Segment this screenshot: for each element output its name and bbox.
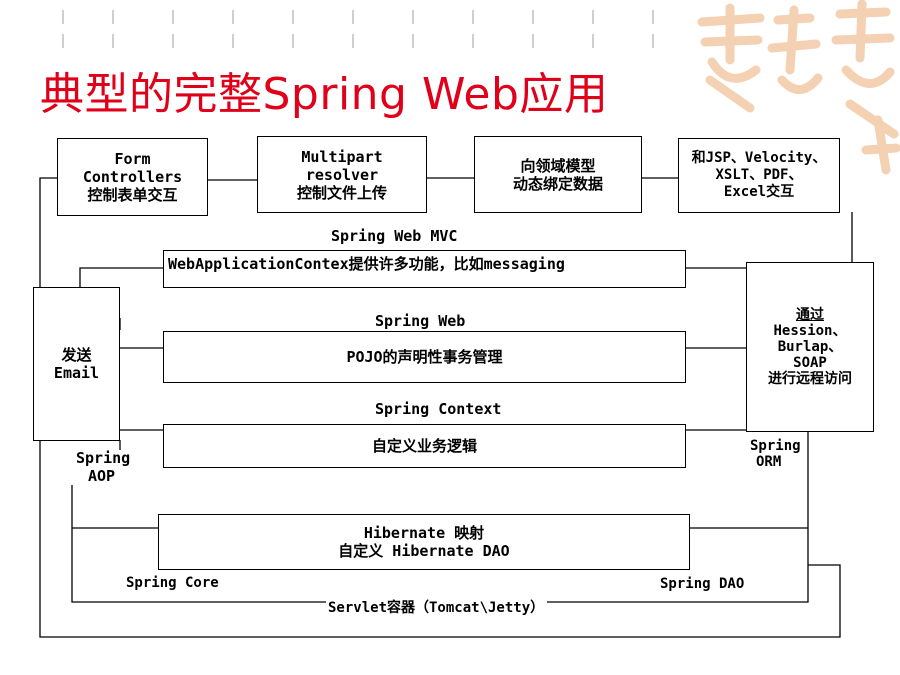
spring-web-label: Spring Web [375, 312, 466, 330]
spring-web-mvc-label: Spring Web MVC [331, 227, 458, 245]
box-line: Form [114, 150, 151, 168]
spring-aop-label-line1: Spring [76, 449, 131, 467]
box-line: 自定义 Hibernate DAO [338, 542, 510, 560]
spring-context-label: Spring Context [375, 400, 502, 418]
box-line: Controllers [82, 168, 183, 186]
box-line: 向领域模型 [520, 156, 596, 175]
web-application-context-box: WebApplicationContex提供许多功能，比如messaging [163, 250, 686, 288]
multipart-resolver-box: Multipart resolver 控制文件上传 [257, 136, 427, 213]
box-line: 控制表单交互 [87, 186, 178, 204]
box-line: 和JSP、Velocity、 [691, 150, 827, 166]
box-line: 发送 [61, 346, 92, 364]
box-line: 通过 [796, 307, 824, 323]
spring-core-label: Spring Core [126, 575, 219, 591]
business-logic-box: 自定义业务逻辑 [163, 424, 686, 468]
pojo-transaction-box: POJO的声明性事务管理 [163, 331, 686, 383]
box-line: 动态绑定数据 [512, 174, 603, 193]
box-line: Email [53, 364, 100, 382]
spring-aop-label-line2: AOP [88, 467, 116, 485]
box-line: Multipart [301, 147, 383, 166]
box-line: Hibernate 映射 [363, 524, 485, 542]
spring-orm-label-line1: Spring [750, 438, 801, 454]
box-line: 控制文件上传 [296, 183, 387, 202]
box-line: Hession、 [773, 323, 847, 339]
box-line: 进行远程访问 [768, 371, 852, 387]
spring-dao-label: Spring DAO [660, 576, 745, 592]
box-line: 自定义业务逻辑 [371, 437, 477, 455]
spring-orm-label-line2: ORM [756, 454, 782, 470]
send-email-box: 发送 Email [33, 287, 120, 441]
servlet-container-label: Servlet容器（Tomcat\Jetty） [328, 600, 545, 616]
decorative-calligraphy-watermark [697, 0, 900, 175]
hibernate-dao-box: Hibernate 映射 自定义 Hibernate DAO [158, 514, 690, 570]
box-line: resolver [305, 165, 379, 184]
view-technologies-box: 和JSP、Velocity、 XSLT、PDF、 Excel交互 [678, 138, 840, 213]
form-controllers-box: Form Controllers 控制表单交互 [57, 138, 208, 216]
box-line: XSLT、PDF、 [715, 167, 803, 183]
slide-title: 典型的完整Spring Web应用 [40, 69, 609, 120]
box-line: WebApplicationContex提供许多功能，比如messaging [168, 255, 565, 273]
domain-binding-box: 向领域模型 动态绑定数据 [474, 136, 642, 213]
box-line: Burlap、 [777, 339, 843, 355]
box-line: POJO的声明性事务管理 [346, 348, 503, 366]
box-line: Excel交互 [723, 184, 795, 200]
box-line: SOAP [793, 355, 827, 371]
remoting-box: 通过 Hession、 Burlap、 SOAP 进行远程访问 [746, 262, 874, 432]
